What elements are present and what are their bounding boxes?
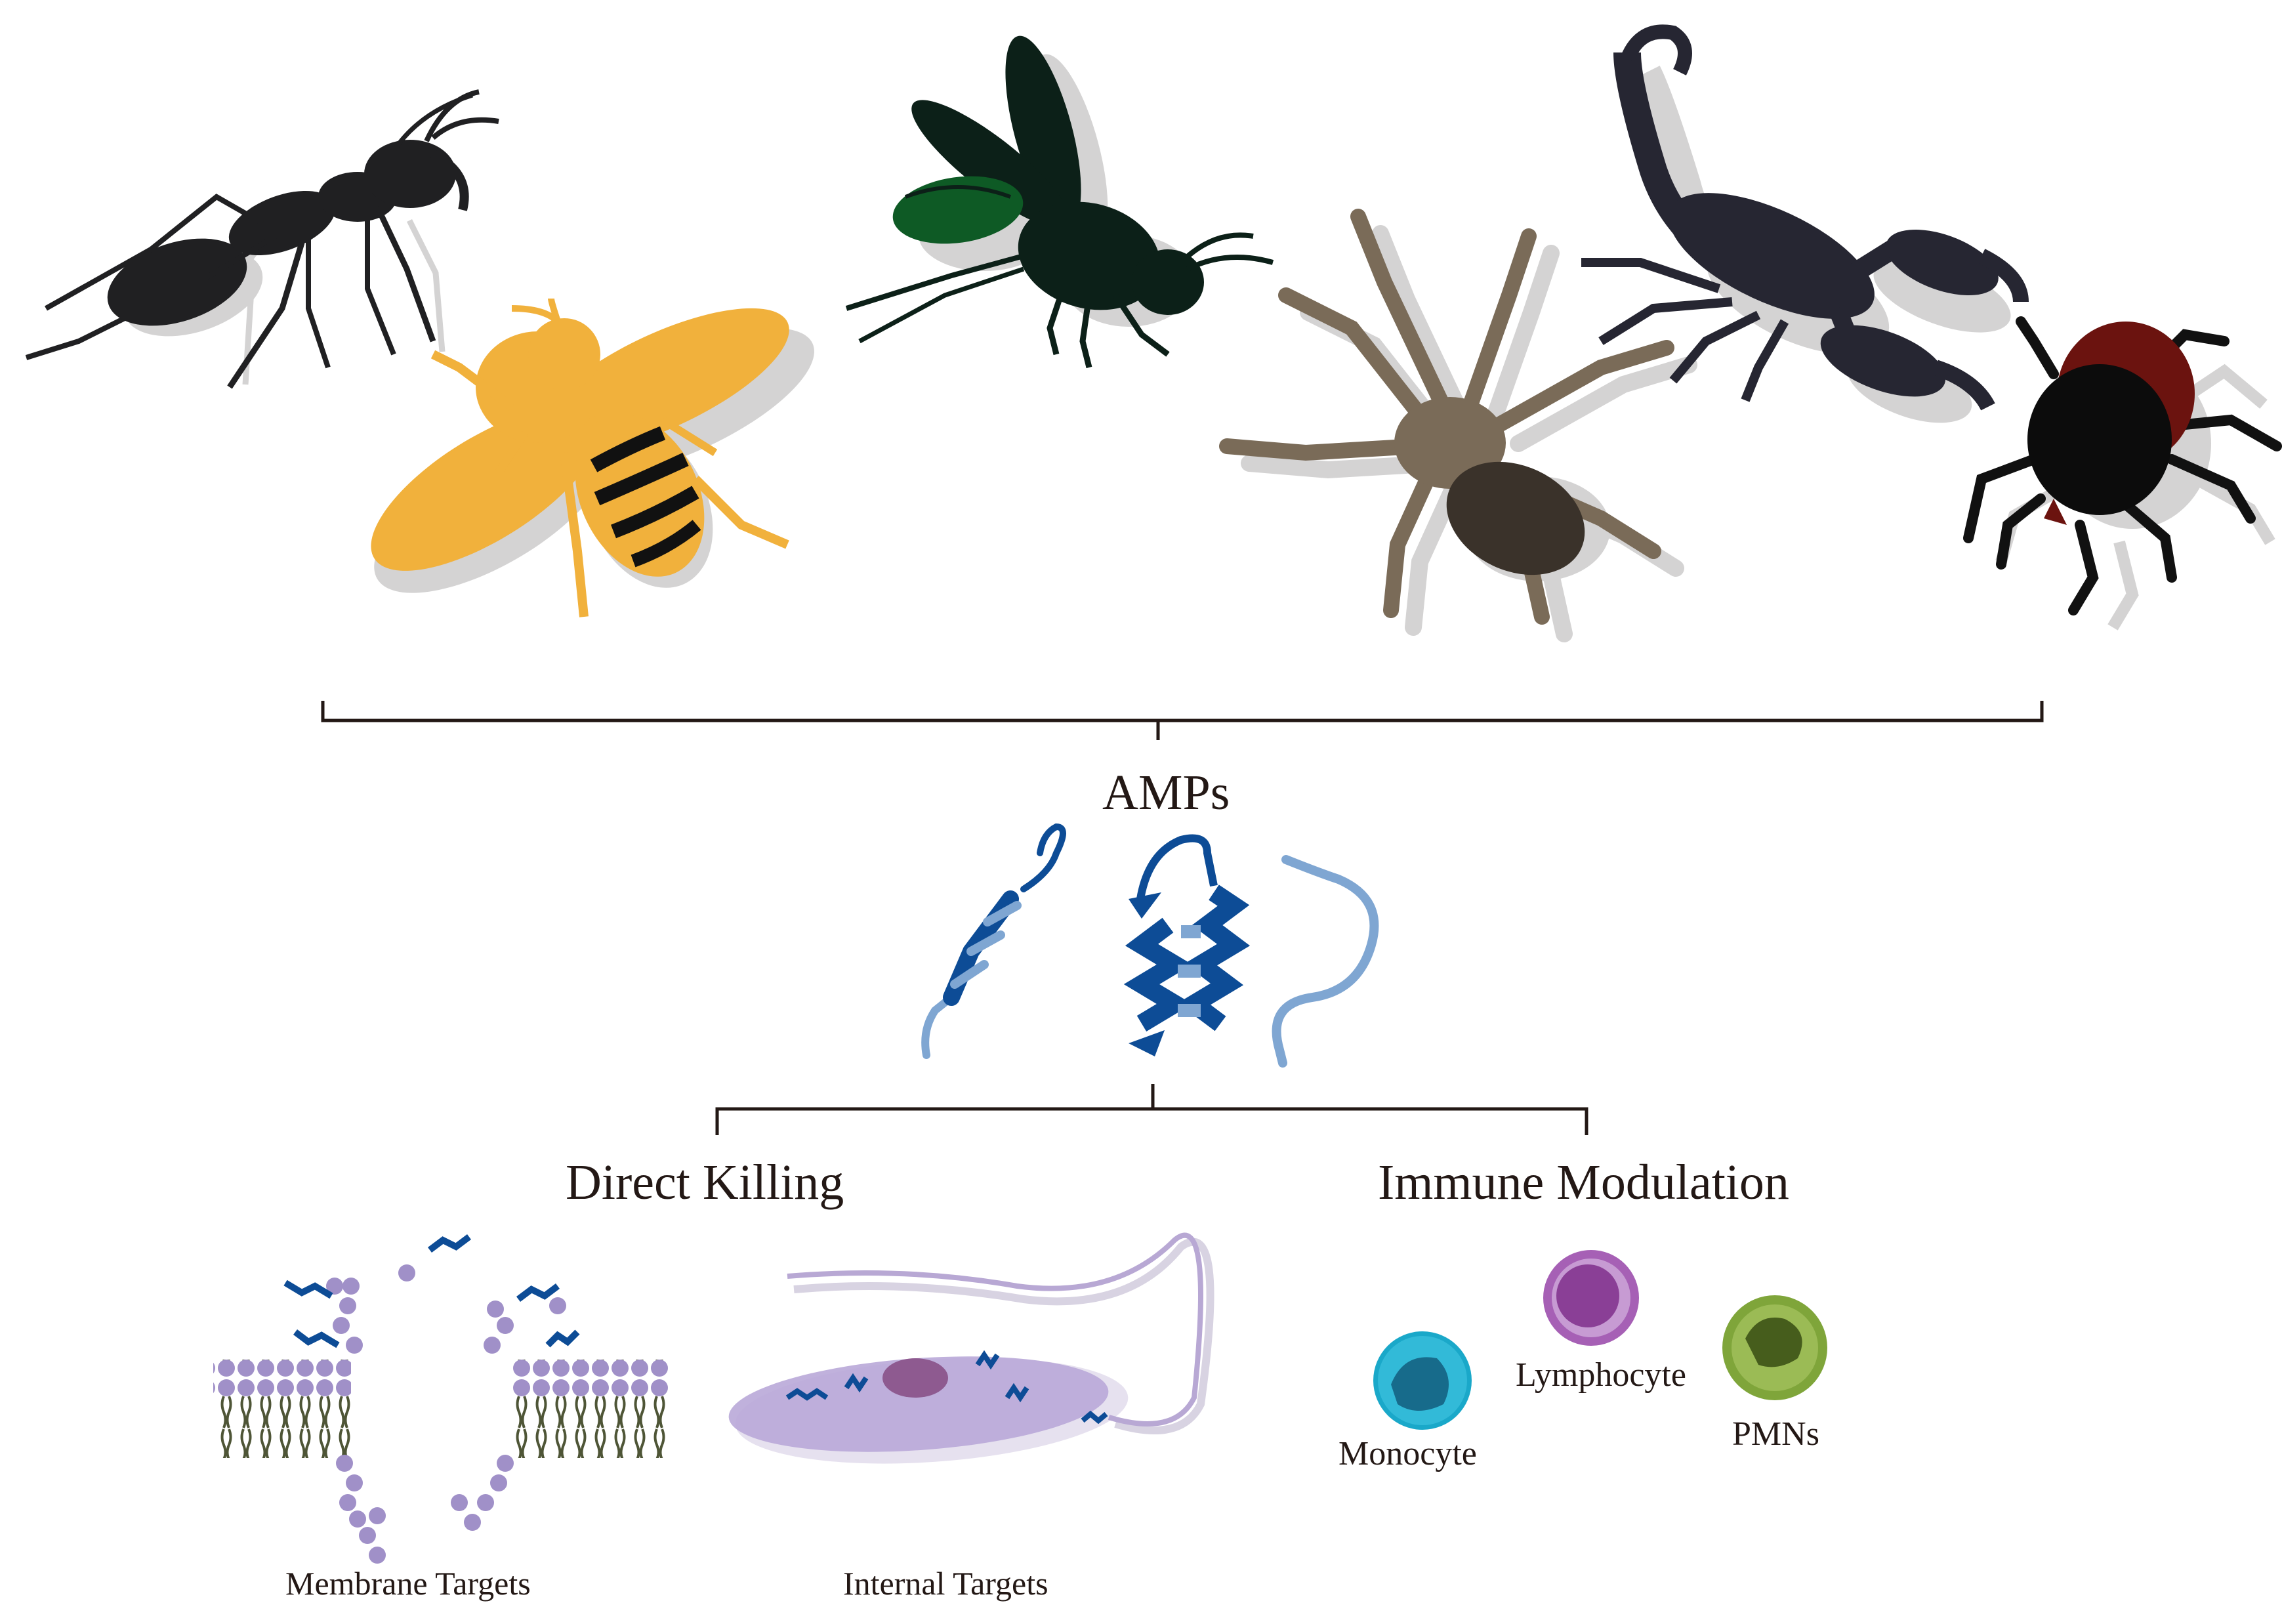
beta-sheet-peptide-icon bbox=[1123, 834, 1251, 1056]
lymphocyte-label: Lymphocyte bbox=[1516, 1356, 1686, 1394]
parasite-cell-icon bbox=[728, 1232, 1214, 1464]
direct-killing-label: Direct Killing bbox=[566, 1155, 844, 1210]
bee-icon bbox=[371, 298, 814, 617]
spider-icon bbox=[1219, 209, 1697, 642]
ant-icon bbox=[25, 89, 499, 389]
lymphocyte-cell-icon bbox=[1543, 1250, 1639, 1346]
helix-peptide-icon bbox=[921, 823, 1066, 1059]
random-coil-peptide-icon bbox=[1272, 855, 1379, 1068]
branch-bracket bbox=[715, 1084, 1588, 1135]
monocyte-label: Monocyte bbox=[1338, 1435, 1477, 1472]
internal-targets-label: Internal Targets bbox=[843, 1565, 1048, 1602]
bee-abdomen bbox=[575, 414, 705, 577]
membrane-targets-label: Membrane Targets bbox=[285, 1565, 531, 1602]
organisms-bracket bbox=[321, 701, 2044, 740]
immune-modulation-label: Immune Modulation bbox=[1378, 1155, 1789, 1210]
amps-label: AMPs bbox=[1102, 765, 1230, 820]
scorpion-icon bbox=[1581, 24, 2029, 423]
pmns-label: PMNs bbox=[1732, 1415, 1819, 1453]
monocyte-cell-icon bbox=[1373, 1331, 1472, 1430]
membrane-bilayer-icon bbox=[213, 1234, 669, 1564]
pmn-cell-icon bbox=[1722, 1295, 1827, 1400]
tick-icon bbox=[1963, 316, 2282, 631]
wasp-icon bbox=[845, 35, 1274, 369]
